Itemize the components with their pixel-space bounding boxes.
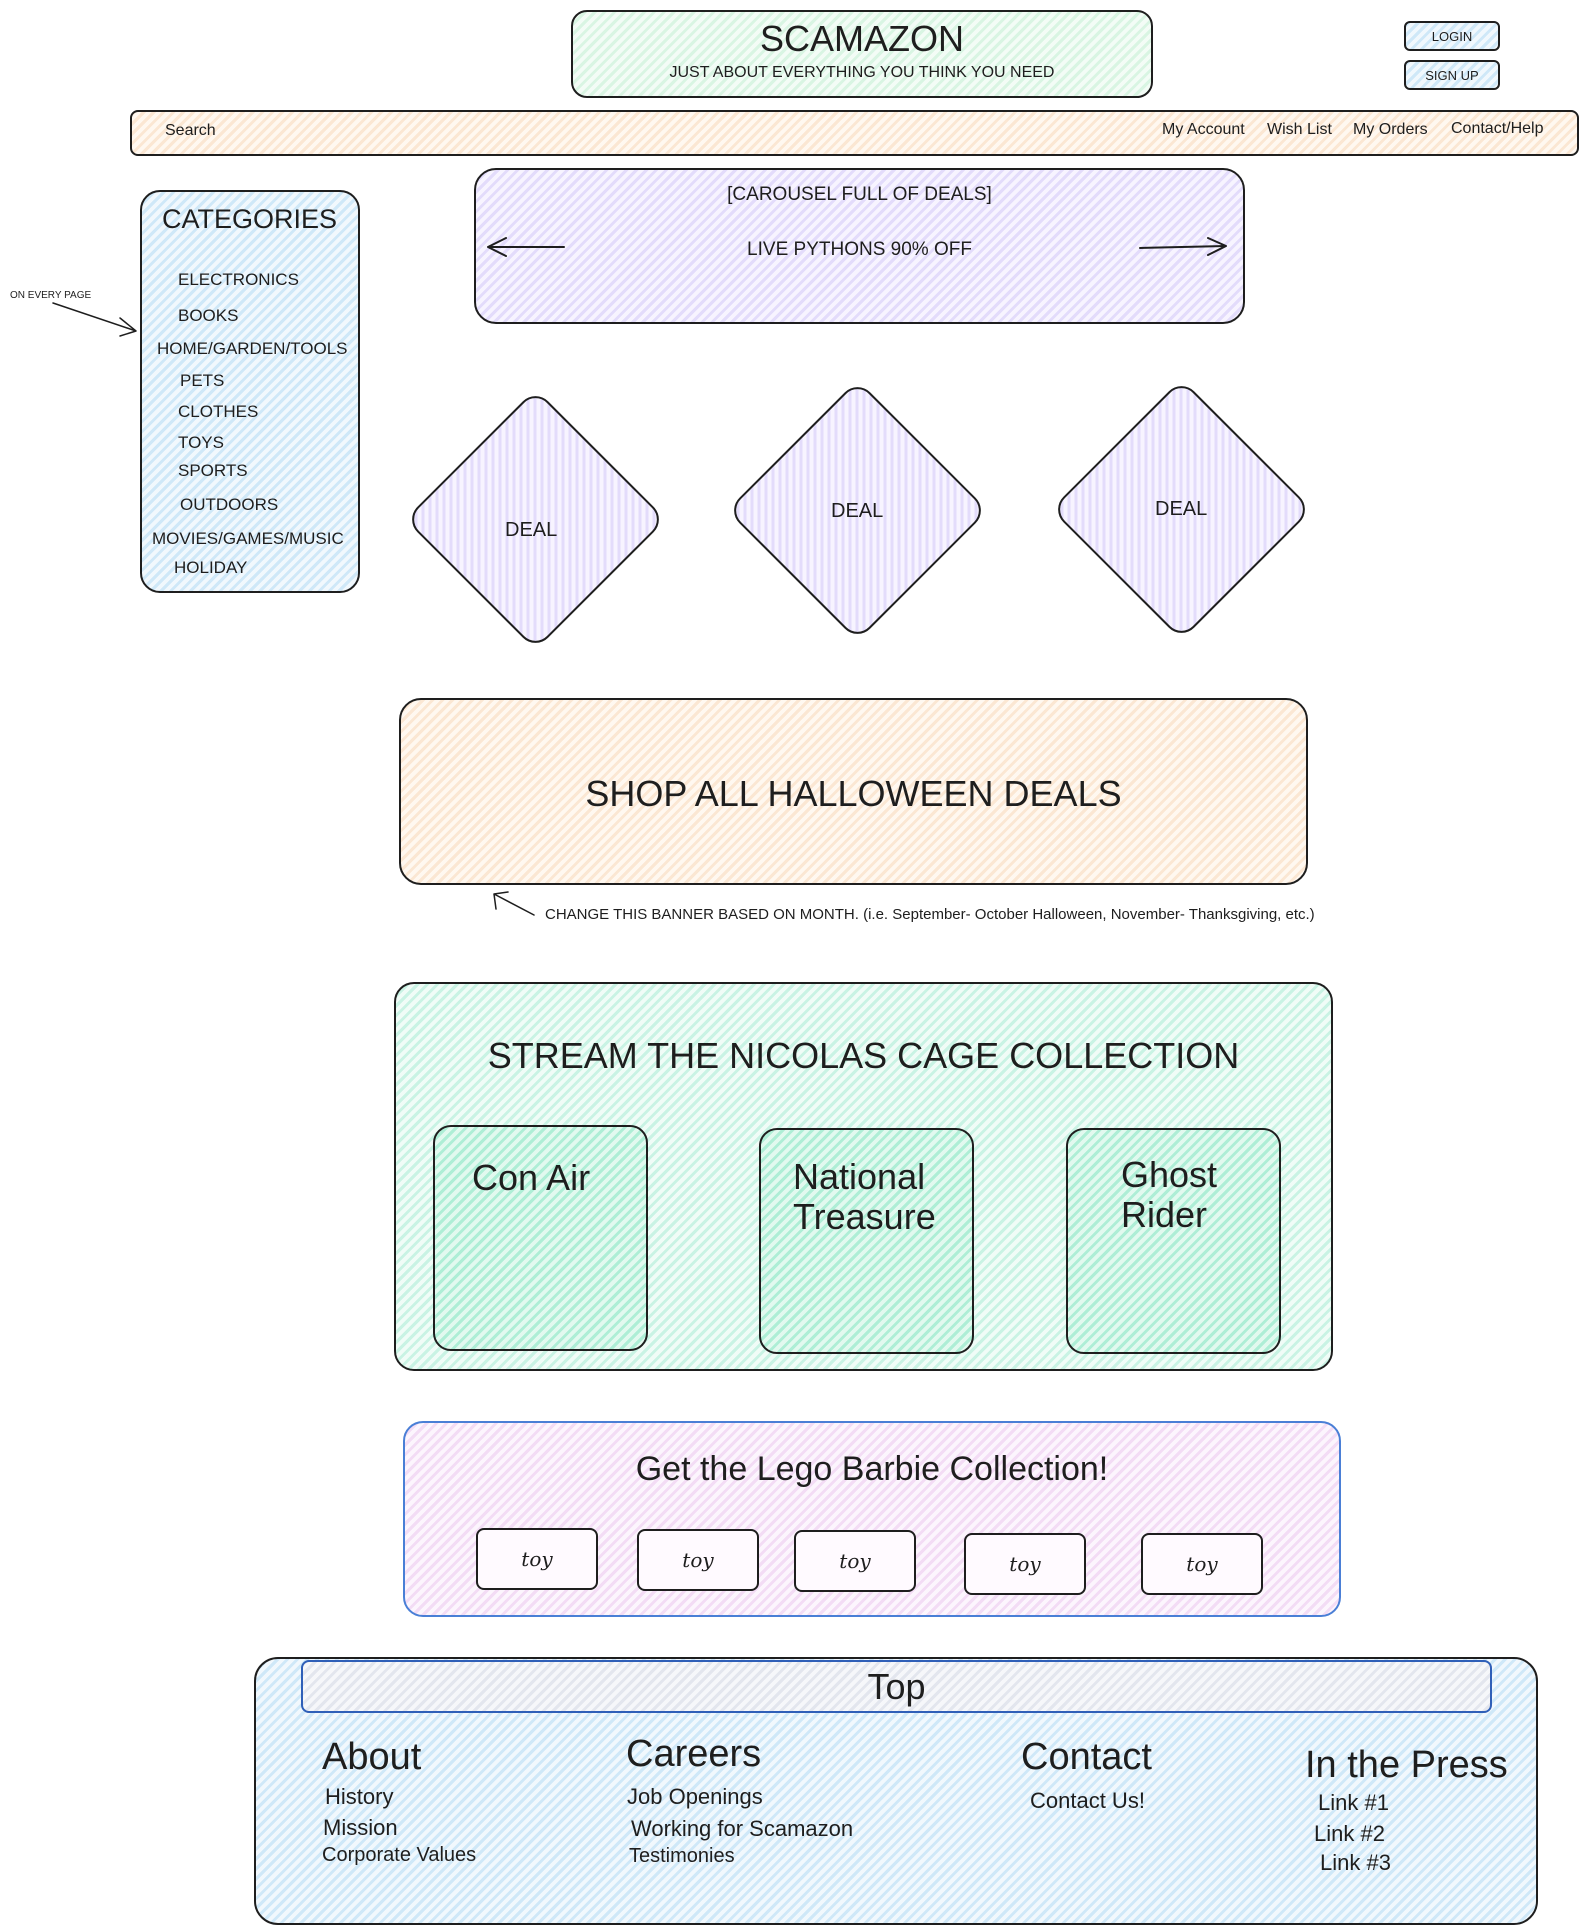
nav-my-account[interactable]: My Account [1162, 121, 1245, 138]
movie-title-national-treasure: National Treasure [793, 1156, 936, 1237]
carousel-right-arrow-icon[interactable] [1138, 235, 1230, 259]
signup-button[interactable]: SIGN UP [1404, 60, 1500, 90]
site-tagline: JUST ABOUT EVERYTHING YOU THINK YOU NEED [669, 64, 1055, 81]
footer-link-working-for-scamazon[interactable]: Working for Scamazon [631, 1816, 854, 1841]
category-outdoors[interactable]: OUTDOORS [180, 495, 279, 514]
category-books[interactable]: BOOKS [178, 306, 239, 325]
back-to-top-label: Top [867, 1666, 926, 1707]
category-pets[interactable]: PETS [180, 371, 225, 390]
movie-title-ghost-rider: Ghost Rider [1121, 1154, 1218, 1235]
category-movies-games-music[interactable]: MOVIES/GAMES/MUSIC [152, 529, 344, 548]
categories-title: CATEGORIES [162, 204, 338, 234]
toy-card-1[interactable]: toy [476, 1528, 598, 1590]
footer-heading-contact: Contact [1021, 1736, 1152, 1778]
movie-card-ghost-rider[interactable] [1066, 1128, 1281, 1354]
movie-card-con-air[interactable] [433, 1125, 648, 1351]
toy-card-4[interactable]: toy [964, 1533, 1086, 1595]
deals-carousel[interactable] [474, 168, 1245, 324]
site-header: SCAMAZON JUST ABOUT EVERYTHING YOU THINK… [571, 10, 1153, 98]
deal-label-2: DEAL [831, 500, 884, 522]
nav-contact-help[interactable]: Contact/Help [1451, 120, 1544, 137]
toy-card-2[interactable]: toy [637, 1529, 759, 1591]
footer-link-history[interactable]: History [325, 1784, 394, 1809]
footer-heading-about: About [322, 1736, 422, 1778]
banner-note-arrow-icon [493, 891, 535, 916]
carousel-title: [CAROUSEL FULL OF DEALS] [727, 184, 992, 205]
toy-card-3[interactable]: toy [794, 1530, 916, 1592]
seasonal-banner-note: CHANGE THIS BANNER BASED ON MONTH. (i.e.… [545, 906, 1315, 923]
movie-card-national-treasure[interactable] [759, 1128, 974, 1354]
back-to-top-button[interactable] [301, 1660, 1492, 1713]
footer-link-corporate-values[interactable]: Corporate Values [322, 1844, 477, 1866]
category-clothes[interactable]: CLOTHES [178, 402, 259, 421]
site-title[interactable]: SCAMAZON [759, 18, 964, 59]
footer-link-testimonies[interactable]: Testimonies [629, 1845, 735, 1867]
movie-collection-title: STREAM THE NICOLAS CAGE COLLECTION [487, 1035, 1240, 1076]
footer-link-3[interactable]: Link #3 [1320, 1850, 1391, 1875]
footer-link-mission[interactable]: Mission [323, 1815, 398, 1840]
login-button[interactable]: LOGIN [1404, 21, 1500, 51]
toy-card-5[interactable]: toy [1141, 1533, 1263, 1595]
carousel-left-arrow-icon[interactable] [484, 235, 566, 259]
seasonal-banner[interactable] [399, 698, 1308, 885]
nav-my-orders[interactable]: My Orders [1353, 121, 1428, 138]
carousel-current-deal[interactable]: LIVE PYTHONS 90% OFF [747, 239, 972, 260]
footer-heading-in-the-press: In the Press [1305, 1744, 1508, 1786]
navbar [130, 110, 1579, 156]
search-input[interactable]: Search [165, 122, 216, 139]
movie-title-con-air: Con Air [472, 1157, 591, 1198]
category-electronics[interactable]: ELECTRONICS [178, 270, 299, 289]
deal-label-1: DEAL [505, 519, 558, 541]
category-holiday[interactable]: HOLIDAY [174, 558, 248, 577]
on-every-page-note: ON EVERY PAGE [10, 290, 92, 301]
annotation-arrow-icon [52, 302, 137, 337]
categories-sidebar [140, 190, 360, 593]
footer-link-job-openings[interactable]: Job Openings [627, 1784, 763, 1809]
nav-wish-list[interactable]: Wish List [1267, 121, 1332, 138]
category-home-garden-tools[interactable]: HOME/GARDEN/TOOLS [157, 339, 348, 358]
deal-label-3: DEAL [1155, 498, 1208, 520]
lego-collection-title: Get the Lego Barbie Collection! [635, 1450, 1109, 1488]
category-sports[interactable]: SPORTS [178, 461, 248, 480]
footer-heading-careers: Careers [626, 1733, 762, 1775]
category-toys[interactable]: TOYS [178, 433, 224, 452]
footer-link-2[interactable]: Link #2 [1314, 1821, 1385, 1846]
footer-link-1[interactable]: Link #1 [1318, 1790, 1389, 1815]
footer-link-contact-us[interactable]: Contact Us! [1030, 1788, 1145, 1813]
seasonal-banner-label: SHOP ALL HALLOWEEN DEALS [585, 773, 1122, 814]
